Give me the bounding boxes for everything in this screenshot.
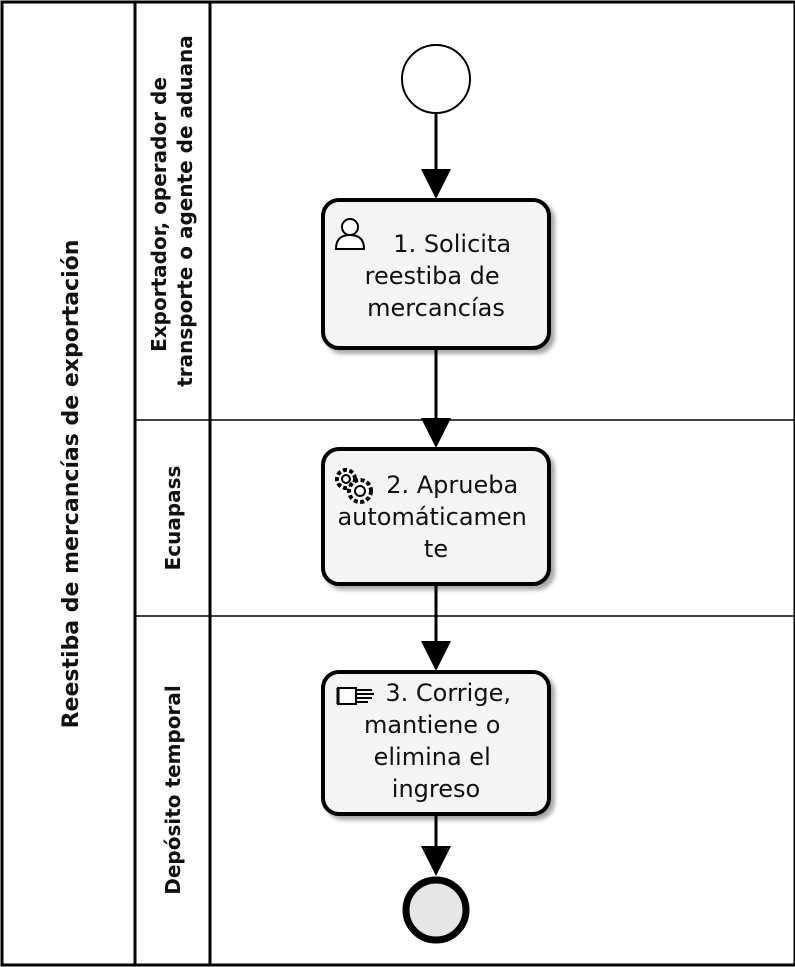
task-label-line: mercancías: [367, 294, 505, 322]
task-label-line: reestiba de: [365, 262, 500, 290]
user-icon: [334, 218, 366, 250]
lane-title-line: Depósito temporal: [161, 685, 185, 894]
task-label-line: 1. Solicita: [393, 230, 511, 258]
end-event[interactable]: [402, 876, 470, 944]
lane-title-line: transporte o agente de aduana: [173, 35, 197, 387]
lane-title-line: Ecuapass: [161, 466, 185, 571]
lane-deposito-temporal: Depósito temporal: [161, 685, 185, 894]
task-label-line: automáticamen: [337, 503, 526, 531]
pool-title: Reestiba de mercancías de exportación: [59, 240, 84, 729]
task-solicita-reestiba[interactable]: 1. Solicita reestiba de mercancías: [321, 198, 551, 350]
task-label-line: 2. Aprueba: [386, 471, 518, 499]
task-label-line: mantiene o: [364, 711, 500, 739]
task-corrige-mantiene-elimina[interactable]: 3. Corrige, mantiene o elimina el ingres…: [321, 670, 551, 816]
lane-exportador: Exportador, operador de transporte o age…: [147, 35, 197, 387]
svg-text:Exportador, operador de: Exportador, operador de transporte o age…: [147, 35, 197, 387]
hand-icon: [336, 687, 374, 705]
svg-text:1. Solicita reestiba de: 1. Solicita reestiba de mercancías: [365, 230, 519, 322]
svg-text:2. Aprueba automáticamen: 2. Aprueba automáticamen te: [337, 471, 534, 563]
gear-icon: [335, 468, 373, 504]
task-label-line: 3. Corrige,: [385, 679, 511, 707]
svg-text:3. Corrige, mantiene o: 3. Corrige, mantiene o elimina el ingres…: [364, 679, 519, 803]
task-aprueba-automaticamente[interactable]: 2. Aprueba automáticamen te: [321, 447, 551, 586]
task-label-line: ingreso: [392, 775, 480, 803]
lane-title-line: Exportador, operador de: [147, 77, 171, 352]
task-label-line: te: [424, 535, 448, 563]
task-label-line: elimina el: [374, 743, 491, 771]
start-event[interactable]: [401, 44, 471, 114]
lane-ecuapass: Ecuapass: [161, 466, 185, 571]
